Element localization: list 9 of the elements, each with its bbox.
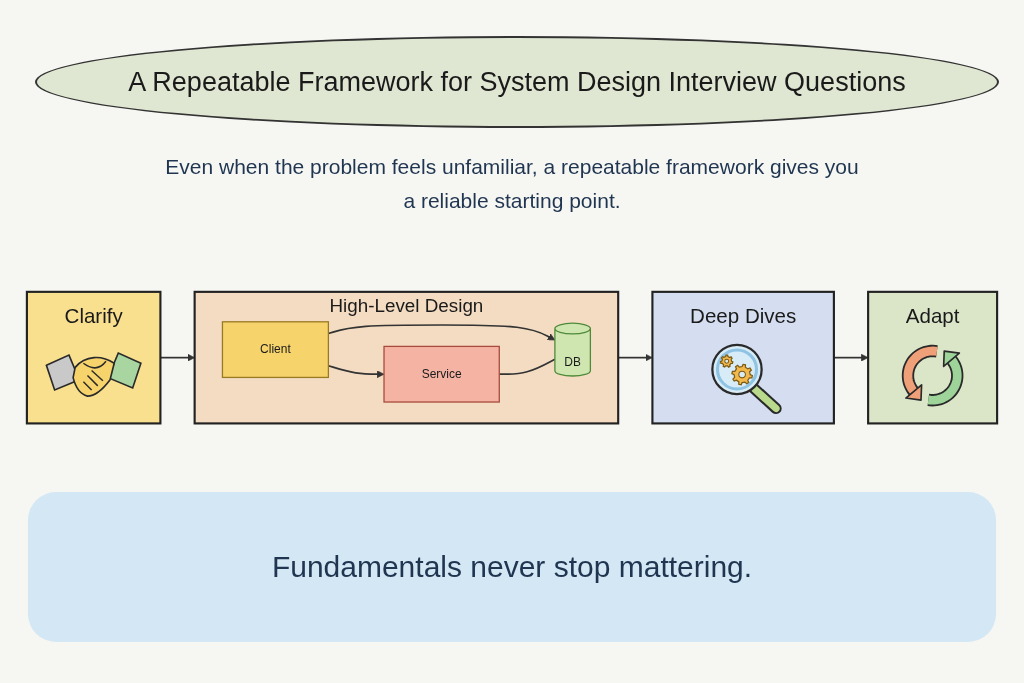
node-box: Deep Dives xyxy=(651,290,835,425)
node-box: Service xyxy=(383,345,500,403)
node-box: Client xyxy=(221,321,330,378)
title: A Repeatable Framework for System Design Interview Questions xyxy=(35,36,999,128)
caption: Fundamentals never stop mattering. xyxy=(28,492,996,642)
node-box: Adapt xyxy=(867,290,999,425)
arrow xyxy=(833,353,869,362)
node-box: Clarify xyxy=(25,290,162,425)
subtitle: Even when the problem feels unfamiliar, a repeatable framework gives you a reliable starting point. xyxy=(164,154,860,214)
